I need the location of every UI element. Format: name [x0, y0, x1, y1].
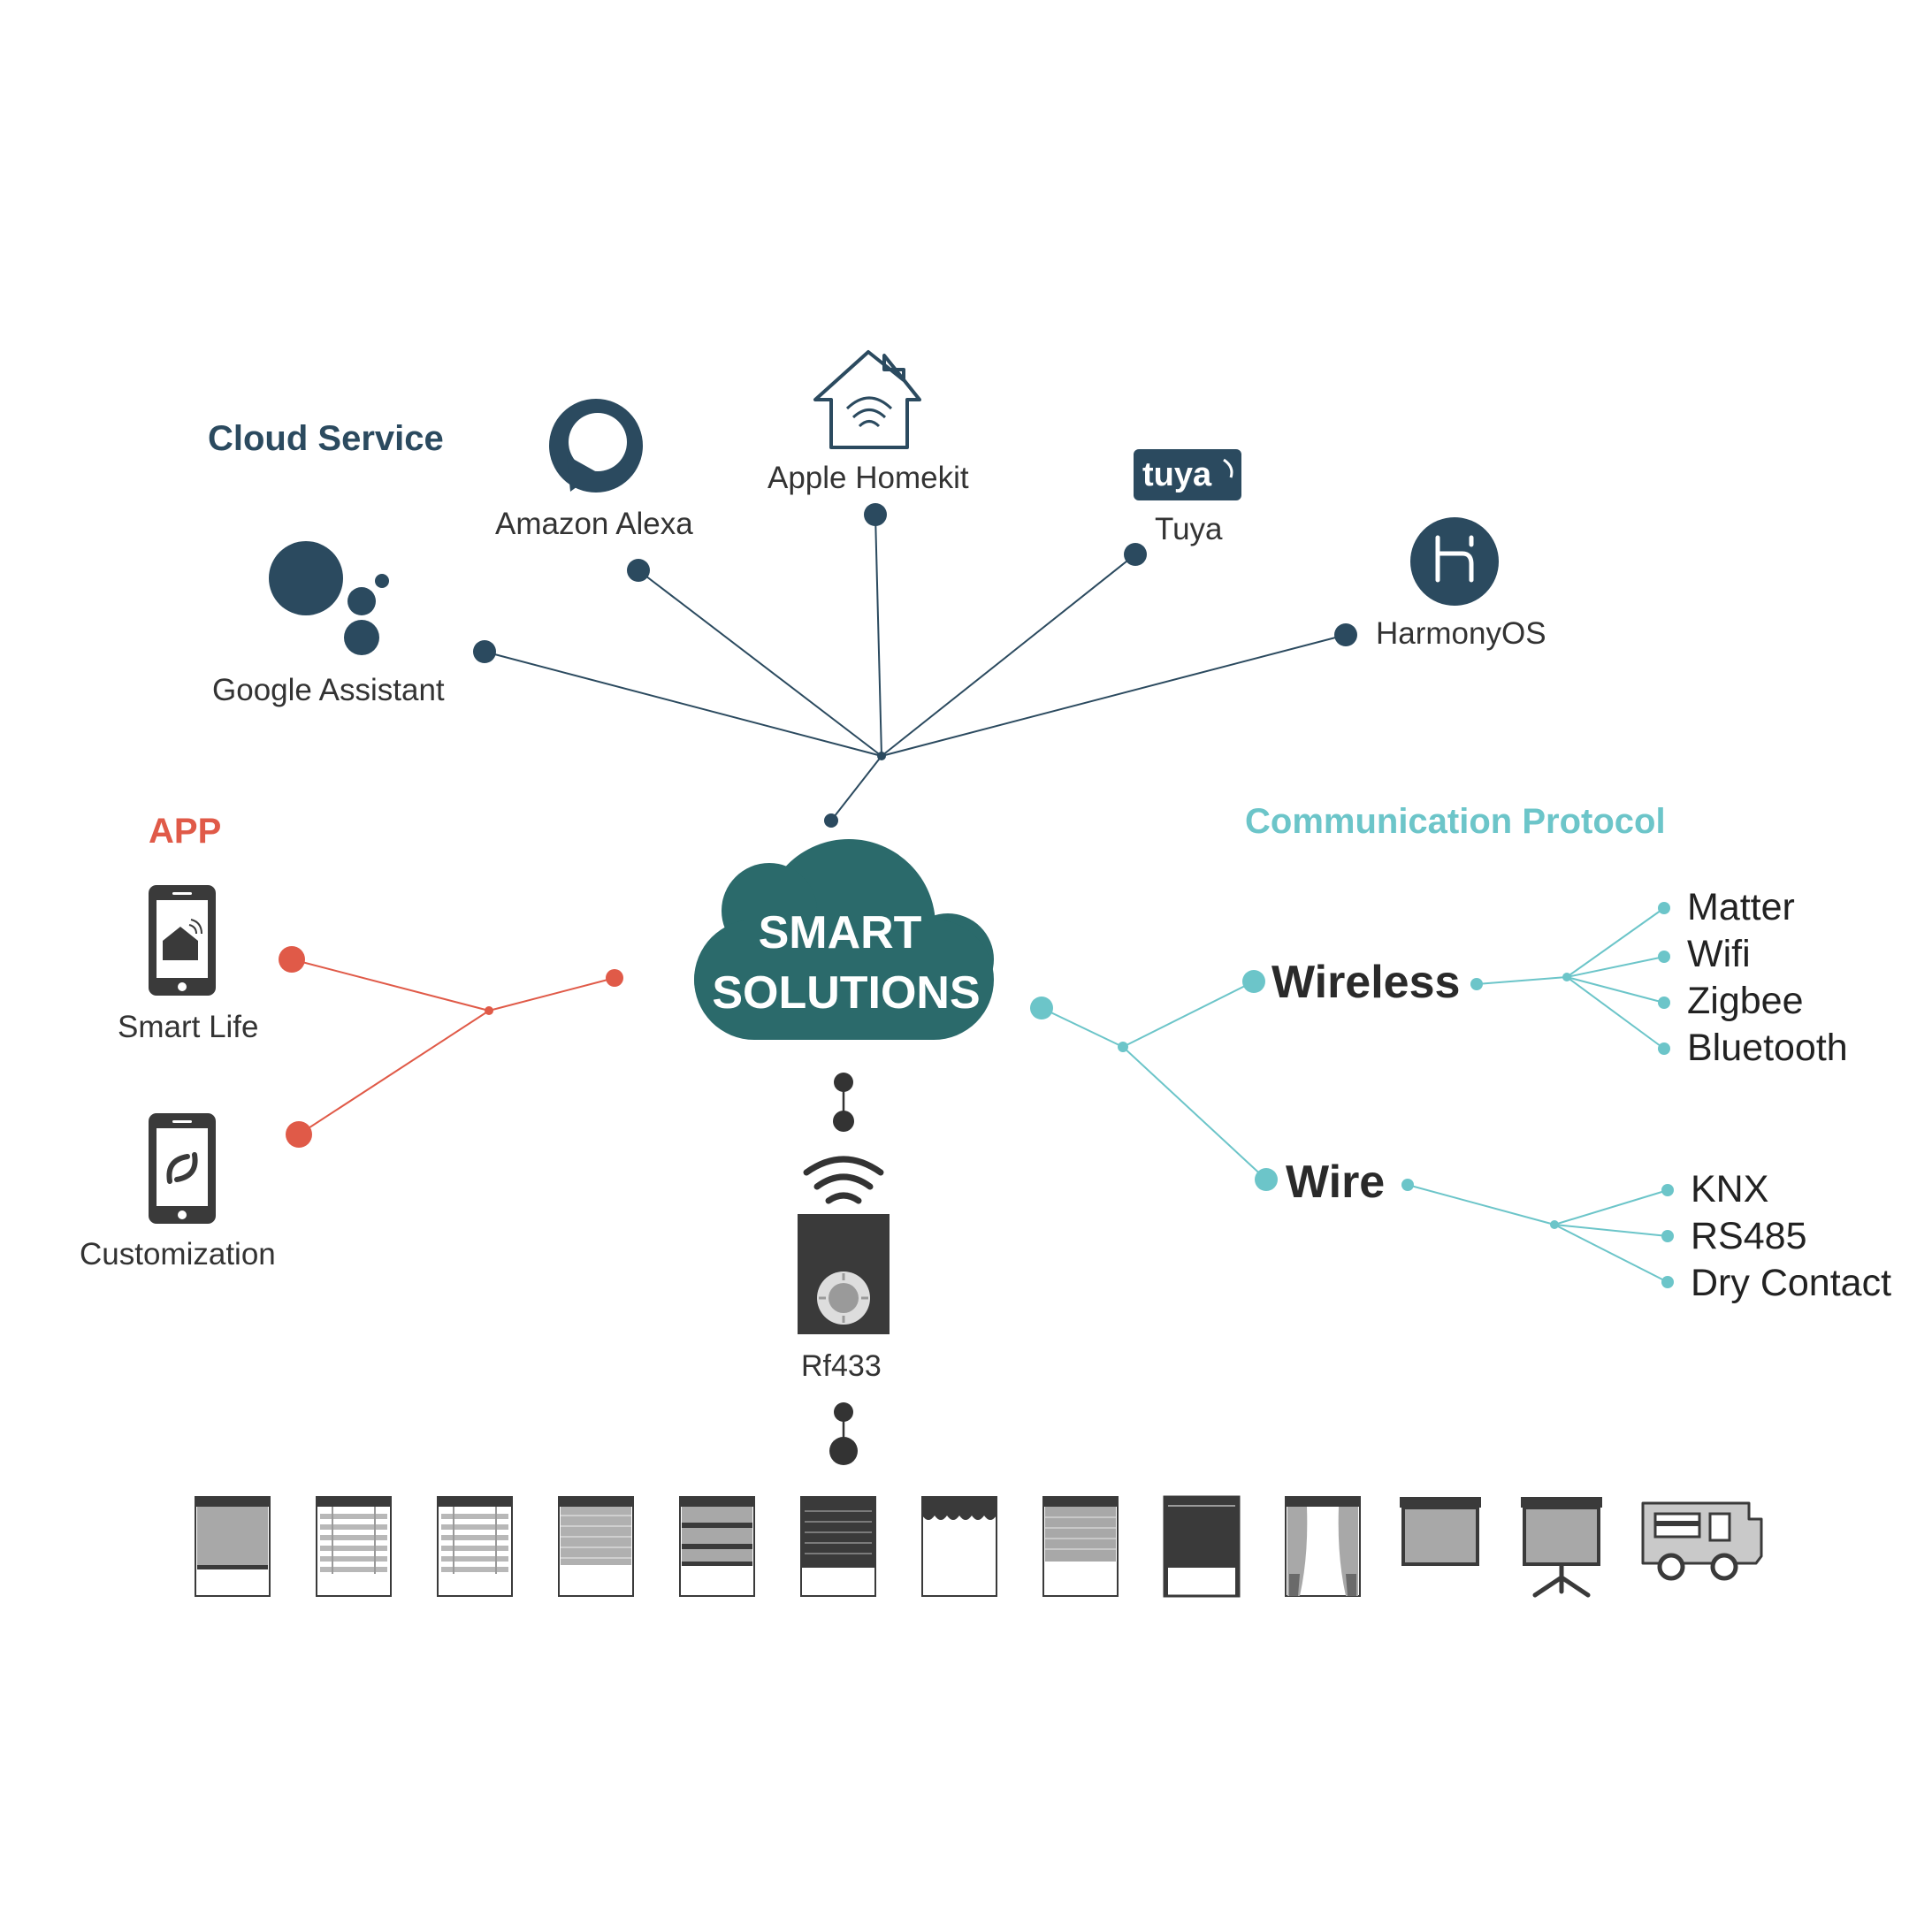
google-assistant-label: Google Assistant	[212, 673, 445, 707]
app-connectors	[291, 958, 615, 1135]
wifi-signal-icon	[803, 1156, 884, 1204]
smart-life-label: Smart Life	[118, 1010, 259, 1044]
venetian-blind-alt-icon	[437, 1496, 513, 1597]
amazon-alexa-label: Amazon Alexa	[495, 507, 693, 541]
roller-shutter-icon	[800, 1496, 876, 1597]
rf433-label: Rf433	[801, 1349, 882, 1383]
protocol-dry-contact: Dry Contact	[1691, 1262, 1891, 1304]
protocol-bluetooth: Bluetooth	[1687, 1027, 1848, 1069]
apple-homekit-icon	[813, 350, 921, 449]
cloud-service-title: Cloud Service	[208, 419, 444, 458]
wireless-label: Wireless	[1271, 957, 1460, 1008]
honeycomb-shade-icon	[1042, 1496, 1119, 1597]
rv-awning-icon	[1641, 1501, 1763, 1581]
harmonyos-icon	[1410, 517, 1499, 606]
remote-nodes	[829, 1073, 858, 1465]
venetian-blind-icon	[316, 1496, 392, 1597]
roller-blind-icon	[195, 1496, 271, 1597]
customization-label: Customization	[80, 1237, 276, 1271]
tuya-label: Tuya	[1155, 512, 1223, 546]
projector-screen-tripod-icon	[1521, 1497, 1602, 1598]
wire-label: Wire	[1286, 1157, 1385, 1208]
protocol-matter: Matter	[1687, 886, 1795, 928]
protocol-knx: KNX	[1691, 1168, 1768, 1210]
cloud-service-nodes	[473, 503, 1357, 828]
zebra-blind-icon	[679, 1496, 755, 1597]
cloud-title-line2: SOLUTIONS	[712, 967, 980, 1019]
rf433-remote-icon	[798, 1214, 890, 1334]
blackout-blind-icon	[1163, 1495, 1241, 1598]
curtain-icon	[1285, 1496, 1361, 1597]
protocol-zigbee: Zigbee	[1687, 980, 1803, 1022]
apple-homekit-label: Apple Homekit	[767, 461, 969, 495]
cloud-service-connectors	[484, 514, 1347, 821]
harmonyos-label: HarmonyOS	[1376, 616, 1546, 651]
app-nodes	[279, 946, 623, 1148]
protocol-nodes	[1030, 902, 1674, 1288]
protocol-wifi: Wifi	[1687, 933, 1751, 975]
customization-phone-icon	[149, 1113, 216, 1224]
svg-text:tuya: tuya	[1142, 456, 1212, 493]
app-title: APP	[149, 812, 221, 851]
tuya-logo-icon: tuya	[1134, 449, 1241, 500]
communication-protocol-title: Communication Protocol	[1245, 802, 1666, 841]
roman-shade-icon	[921, 1496, 997, 1597]
google-assistant-icon	[269, 541, 389, 655]
protocol-rs485: RS485	[1691, 1215, 1806, 1257]
smart-solutions-cloud: SMART SOLUTIONS	[694, 839, 994, 1040]
protocol-connectors	[1041, 907, 1669, 1283]
device-icon-row	[195, 1495, 1763, 1598]
pleated-shade-icon	[558, 1496, 634, 1597]
cloud-title-line1: SMART	[759, 907, 922, 958]
smart-life-phone-icon	[149, 885, 216, 996]
amazon-alexa-icon	[549, 399, 643, 493]
projector-screen-wall-icon	[1400, 1497, 1481, 1566]
